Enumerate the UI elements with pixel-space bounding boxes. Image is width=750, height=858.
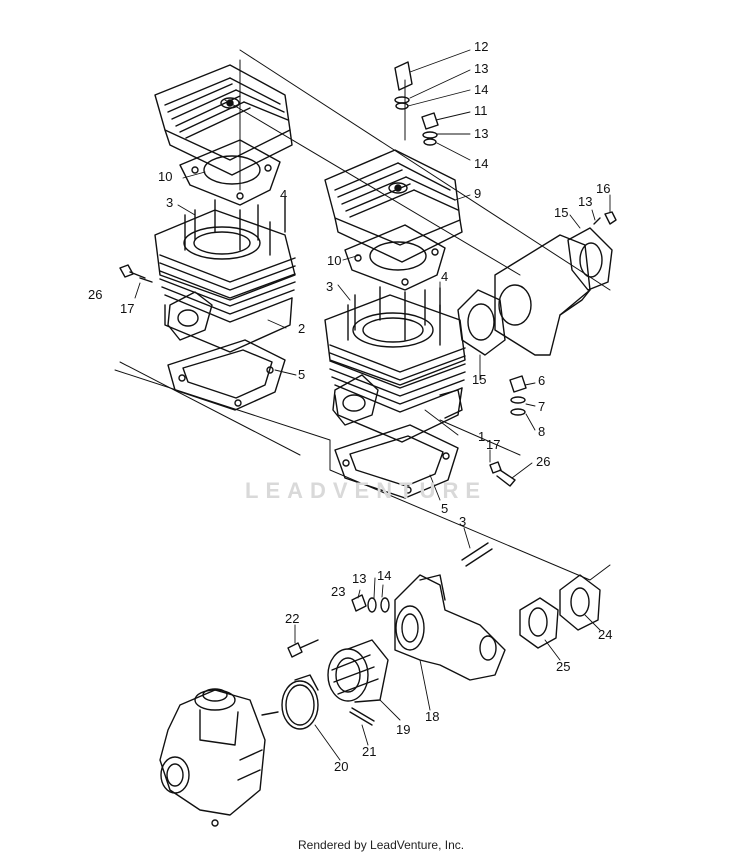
callout-26: 26 (536, 454, 551, 469)
intake-manifold (394, 574, 506, 681)
screw-21 (349, 707, 375, 726)
callout-1: 1 (478, 429, 486, 444)
stud (461, 542, 493, 567)
callout-15: 15 (554, 205, 569, 220)
right-base-gasket (334, 424, 459, 499)
callout-22: 22 (285, 611, 300, 626)
callout-25: 25 (556, 659, 571, 674)
callout-3: 3 (166, 195, 174, 210)
exhaust-gasket (457, 289, 506, 356)
callout-17: 17 (486, 437, 501, 452)
callout-19: 19 (396, 722, 411, 737)
callout-15: 15 (472, 372, 487, 387)
callout-26: 26 (88, 287, 103, 302)
callout-13: 13 (474, 126, 489, 141)
callout-2: 2 (298, 321, 306, 336)
callout-11: 11 (474, 103, 488, 118)
callout-10: 10 (327, 253, 342, 268)
callout-16: 16 (596, 181, 611, 196)
right-head-hardware (394, 61, 439, 146)
intake-gaskets (519, 574, 601, 649)
callout-14: 14 (474, 156, 489, 171)
right-cylinder (324, 286, 466, 443)
callout-23: 23 (331, 584, 346, 599)
callout-3: 3 (326, 279, 334, 294)
upper-exhaust-gasket (567, 227, 613, 291)
callout-3: 3 (459, 514, 467, 529)
watermark: LEADVENTURE (245, 478, 488, 503)
callout-6: 6 (538, 373, 546, 388)
callout-17: 17 (120, 301, 135, 316)
callout-14: 14 (474, 82, 489, 97)
callout-13: 13 (352, 571, 367, 586)
callout-7: 7 (538, 399, 546, 414)
left-base-gasket (167, 339, 286, 411)
carburetor-boot (327, 639, 389, 703)
right-cylinder-head (324, 149, 463, 263)
footer-credit: Rendered by LeadVenture, Inc. (298, 838, 465, 852)
callout-8: 8 (538, 424, 546, 439)
callout-5: 5 (298, 367, 306, 382)
left-cylinder (154, 199, 296, 353)
callout-4: 4 (441, 269, 449, 284)
callout-14: 14 (377, 568, 392, 583)
leader-lines (134, 49, 611, 761)
callout-13: 13 (578, 194, 593, 209)
callout-4: 4 (280, 187, 288, 202)
callout-21: 21 (362, 744, 377, 759)
callout-10: 10 (158, 169, 173, 184)
bolt-22 (287, 639, 319, 658)
exhaust-manifold-plate (494, 234, 591, 356)
callout-12: 12 (474, 39, 489, 54)
callout-20: 20 (334, 759, 349, 774)
callout-18: 18 (425, 709, 440, 724)
callout-9: 9 (474, 186, 482, 201)
left-head-gasket (179, 139, 281, 206)
callout-5: 5 (441, 501, 449, 516)
right-head-gasket (344, 224, 446, 291)
callout-13: 13 (474, 61, 489, 76)
washers (351, 594, 390, 613)
carburetor (159, 688, 279, 827)
hose-clamp (281, 674, 319, 730)
callout-24: 24 (598, 627, 613, 642)
left-cylinder-head (154, 64, 293, 176)
assembly-guide-lines (114, 49, 611, 581)
